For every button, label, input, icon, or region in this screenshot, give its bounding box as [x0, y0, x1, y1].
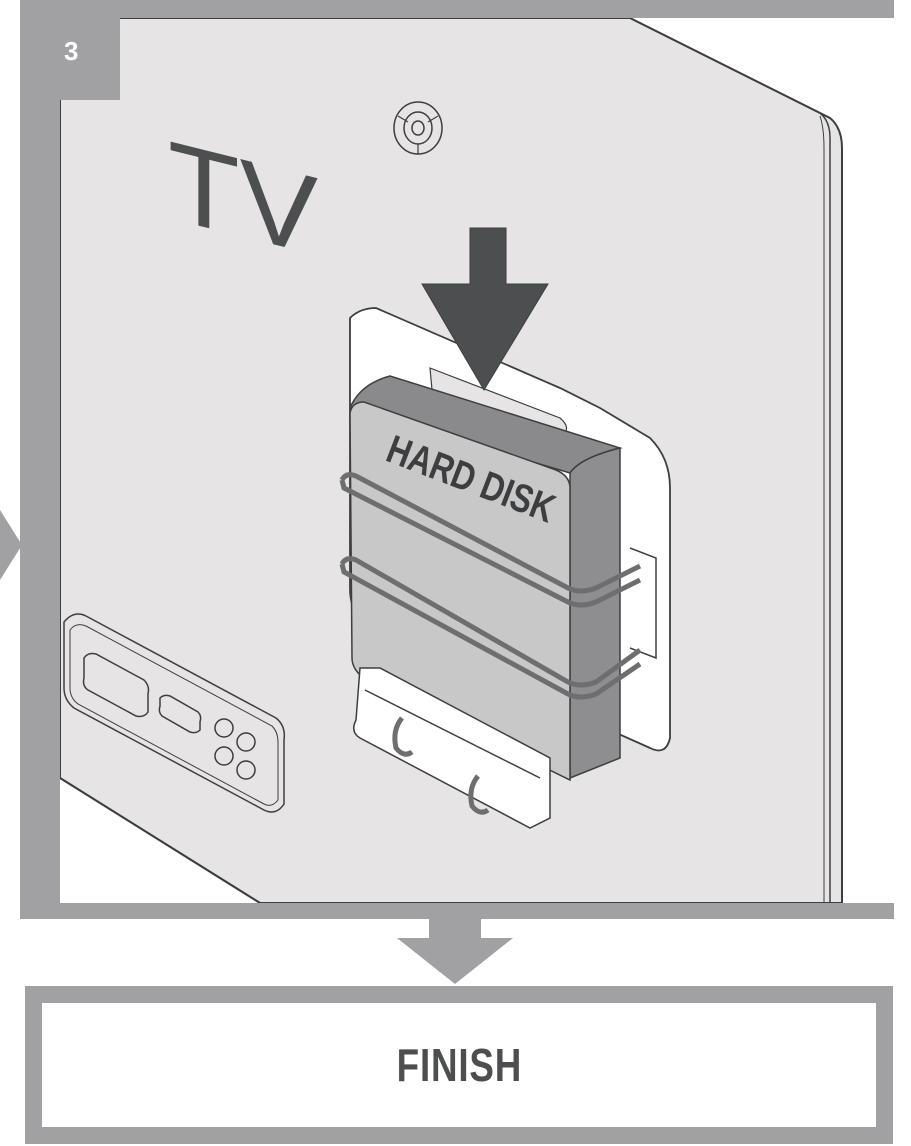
- port-large: [82, 652, 150, 718]
- down-arrow-icon: [421, 227, 549, 391]
- rail-hook-right: [468, 774, 490, 815]
- port-round-1: [214, 718, 234, 738]
- tv-bottom-edge: [60, 777, 261, 903]
- step-illustration: TV HARD DISK: [60, 18, 895, 903]
- right-arrow-icon: [0, 510, 22, 580]
- finish-label: FINISH: [396, 1039, 522, 1091]
- strap-lower: [339, 556, 642, 700]
- finish-box: FINISH: [25, 986, 893, 1144]
- port-round-2: [236, 732, 256, 752]
- rail-clip: [353, 667, 551, 829]
- step-number: 3: [64, 36, 79, 66]
- port-small: [158, 694, 202, 734]
- rail-hook-left: [392, 716, 414, 757]
- step-badge: [20, 0, 120, 100]
- tv-edge-inner: [819, 115, 825, 903]
- screw-hole-icon: [393, 101, 443, 155]
- port-round-4: [236, 760, 256, 780]
- port-round-3: [214, 746, 234, 766]
- bracket-tab-right: [629, 547, 657, 660]
- strap-upper: [339, 472, 642, 608]
- step-panel: TV HARD DISK: [20, 0, 895, 919]
- down-arrow-icon: [397, 918, 513, 984]
- tv-edge: [629, 18, 831, 903]
- hard-disk-side: [569, 447, 621, 780]
